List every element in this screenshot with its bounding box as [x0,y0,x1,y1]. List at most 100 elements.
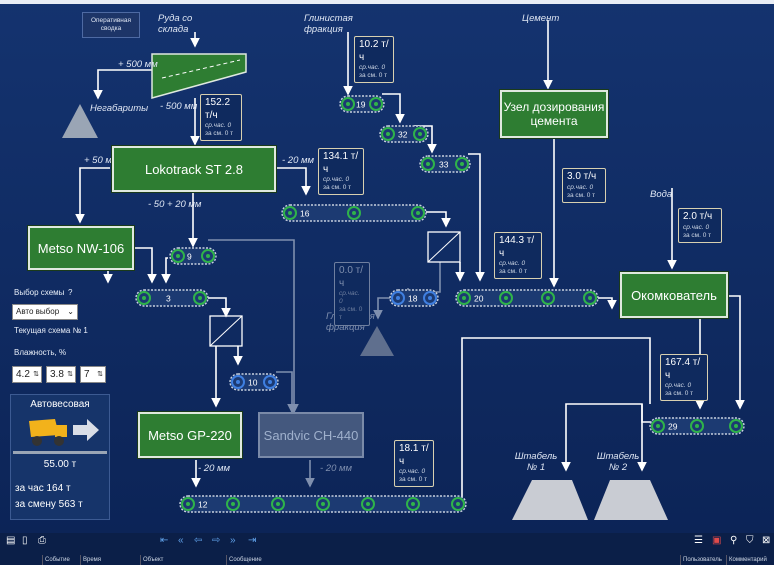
scheme-select[interactable]: Авто выбор⌄ [12,304,78,320]
humidity-field[interactable]: 3.8⇅ [46,366,76,383]
conveyor[interactable]: 10 [229,373,279,391]
conveyor-label: 19 [356,100,366,110]
plus50-label: + 50 мм [84,155,119,166]
nav-next-page-icon[interactable]: » [230,535,236,546]
page-icon[interactable]: ▯ [22,535,28,546]
nav-prev-icon[interactable]: ⇦ [194,535,203,546]
conveyor-label: 29 [668,422,678,432]
minus20-label-a: - 20 мм [282,155,315,166]
conveyor-label: 10 [248,378,258,388]
metso-nw-unit[interactable]: Metso NW-106 [28,226,134,270]
conveyor[interactable]: 20 [455,289,599,307]
conveyor-wheel-icon [583,291,597,305]
nav-first-icon[interactable]: ⇤ [160,535,169,546]
minus500-label: - 500 мм [160,101,198,112]
conveyor-wheel-icon [283,206,297,220]
ore-label: Руда со склада [158,13,193,35]
conveyor-wheel-icon [193,291,207,305]
conveyor-label: 3 [166,294,171,304]
conveyor[interactable]: 9 [169,247,217,265]
column-header[interactable]: Пользователь [680,555,727,565]
pile1-label: Штабель № 1 [514,451,558,473]
conveyor-wheel-icon [541,291,555,305]
conveyor-wheel-icon [651,419,665,433]
ops-summary-button[interactable]: Оперативная сводка [82,12,140,38]
conveyor-wheel-icon [423,291,437,305]
conveyor-label: 33 [439,160,449,170]
humidity-field[interactable]: 4.2⇅ [12,366,42,383]
conveyor-label: 12 [198,500,208,510]
truck-scale-panel: Автовесовая 55.00 т за час 164 т за смен… [10,394,110,520]
conveyor-wheel-icon [171,249,185,263]
conveyor[interactable]: 3 [135,289,209,307]
conveyor[interactable]: 29 [649,417,745,435]
plus500-label: + 500 мм [118,59,158,70]
conveyor[interactable]: 18 [389,289,439,307]
cement-dosing-unit[interactable]: Узел дозирования цемента [500,90,608,138]
pin-icon[interactable]: ⚲ [730,535,738,546]
conveyor-wheel-icon [181,497,195,511]
filter-icon[interactable]: ⛉ [746,535,754,546]
sandvic-unit[interactable]: Sandvic CH-440 [258,412,364,458]
humidity-field[interactable]: 7⇅ [80,366,106,383]
alarm-icon[interactable]: ▣ [712,535,722,546]
nav-last-icon[interactable]: ⇥ [248,535,257,546]
conveyor-label: 9 [187,252,192,262]
scale-per-shift: за смену 563 т [15,499,83,510]
oversize-label: Негабариты [90,103,149,114]
conveyor-wheel-icon [391,291,405,305]
conveyor-wheel-icon [690,419,704,433]
water-label: Вода [650,189,673,200]
clay-top-label: Глинистая фракция [304,13,353,35]
column-header[interactable]: Комментарий [726,555,774,565]
clay-pile [360,326,394,356]
printer-icon[interactable]: ⎙ [38,535,46,546]
conveyor-wheel-icon [231,375,245,389]
list-icon[interactable]: ☰ [694,535,703,546]
conveyor-label: 18 [408,294,418,304]
conveyor-label: 20 [474,294,484,304]
conveyor-wheel-icon [369,97,383,111]
conveyor[interactable]: 32 [379,125,429,143]
cement-label: Цемент [522,13,560,24]
conveyors-layer: 19 32 33 16 9 3 18 20 10 29 12 [135,95,745,513]
conveyor-wheel-icon [201,249,215,263]
pelletizer-unit[interactable]: Окомкователь [620,272,728,318]
help-icon[interactable]: ? [68,288,73,297]
conveyor-wheel-icon [406,497,420,511]
conveyor[interactable]: 12 [179,495,467,513]
metso-gp-unit[interactable]: Metso GP-220 [138,412,242,458]
scale-title: Автовесовая [30,399,90,410]
conveyor[interactable]: 19 [339,95,385,113]
nav-next-icon[interactable]: ⇨ [212,535,221,546]
column-header[interactable]: Объект [140,555,227,565]
oversize-pile [62,104,98,138]
clear-icon[interactable]: ⊠ [762,535,771,546]
conveyor-wheel-icon [499,291,513,305]
conveyor-wheel-icon [361,497,375,511]
conveyor-wheel-icon [457,291,471,305]
conveyor[interactable]: 16 [281,204,427,222]
document-icon[interactable]: ▤ [6,535,16,546]
column-header[interactable]: Событие [42,555,81,565]
conveyor[interactable]: 33 [419,155,471,173]
scale-per-hour: за час 164 т [15,483,71,494]
flow-lines [0,0,774,520]
nav-prev-page-icon[interactable]: « [178,535,184,546]
column-header[interactable]: Время [80,555,141,565]
column-header[interactable]: Сообщение [226,555,679,565]
lokotrack-unit[interactable]: Lokotrack ST 2.8 [112,146,276,192]
bottom-bar: ▤ ▯ ⎙ ⇤ « ⇦ ⇨ » ⇥ ☰ ▣ ⚲ ⛉ ⊠ Событие Врем… [0,533,774,565]
humidity-label: Влажность, % [14,348,67,357]
conveyor-wheel-icon [455,157,469,171]
dump-truck-icon [29,419,99,446]
